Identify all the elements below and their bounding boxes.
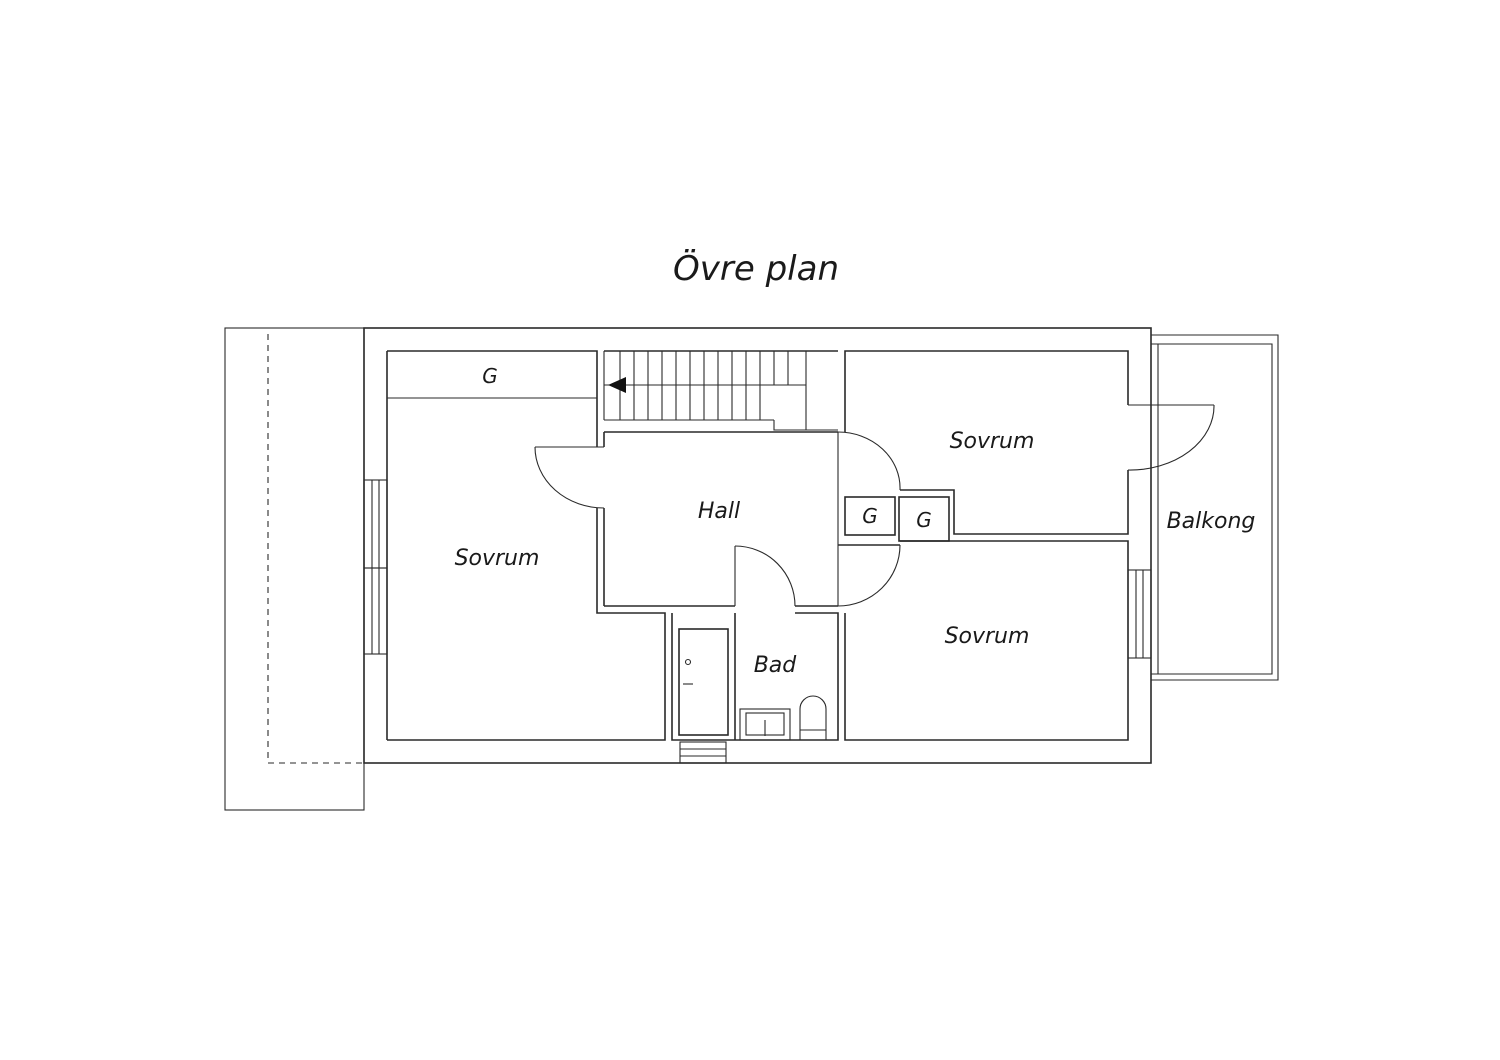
room-label-closet-1: G: [862, 504, 878, 528]
toilet: [799, 695, 827, 741]
room-label-hall: Hall: [698, 499, 740, 524]
room-label-storage: G: [482, 364, 498, 388]
closets: [837, 490, 950, 545]
stair-arrow-icon: [608, 377, 626, 393]
room-label-closet-2: G: [916, 508, 932, 532]
room-label-bedroom-left: Sovrum: [455, 546, 540, 571]
room-label-bath: Bad: [754, 653, 798, 678]
stairs: [603, 350, 838, 431]
bedroom-bottom-right-walls: [838, 540, 1152, 741]
room-label-bedroom-bottom-right: Sovrum: [945, 624, 1030, 649]
balcony: [1151, 334, 1279, 681]
bedroom-top-right-walls: [844, 350, 1215, 535]
sink: [739, 708, 791, 741]
left-terrace: [224, 327, 365, 811]
knob-icon: [684, 658, 692, 666]
room-label-bedroom-top-right: Sovrum: [950, 429, 1035, 454]
bathroom: [671, 612, 839, 764]
left-windows: [363, 479, 388, 655]
hall-walls: [534, 431, 901, 607]
room-label-balcony: Balkong: [1167, 509, 1256, 534]
plan-title: Övre plan: [673, 248, 839, 289]
bedroom-left-walls: [387, 350, 666, 741]
entry-step: [679, 741, 727, 764]
shower-cabinet: [678, 628, 729, 736]
